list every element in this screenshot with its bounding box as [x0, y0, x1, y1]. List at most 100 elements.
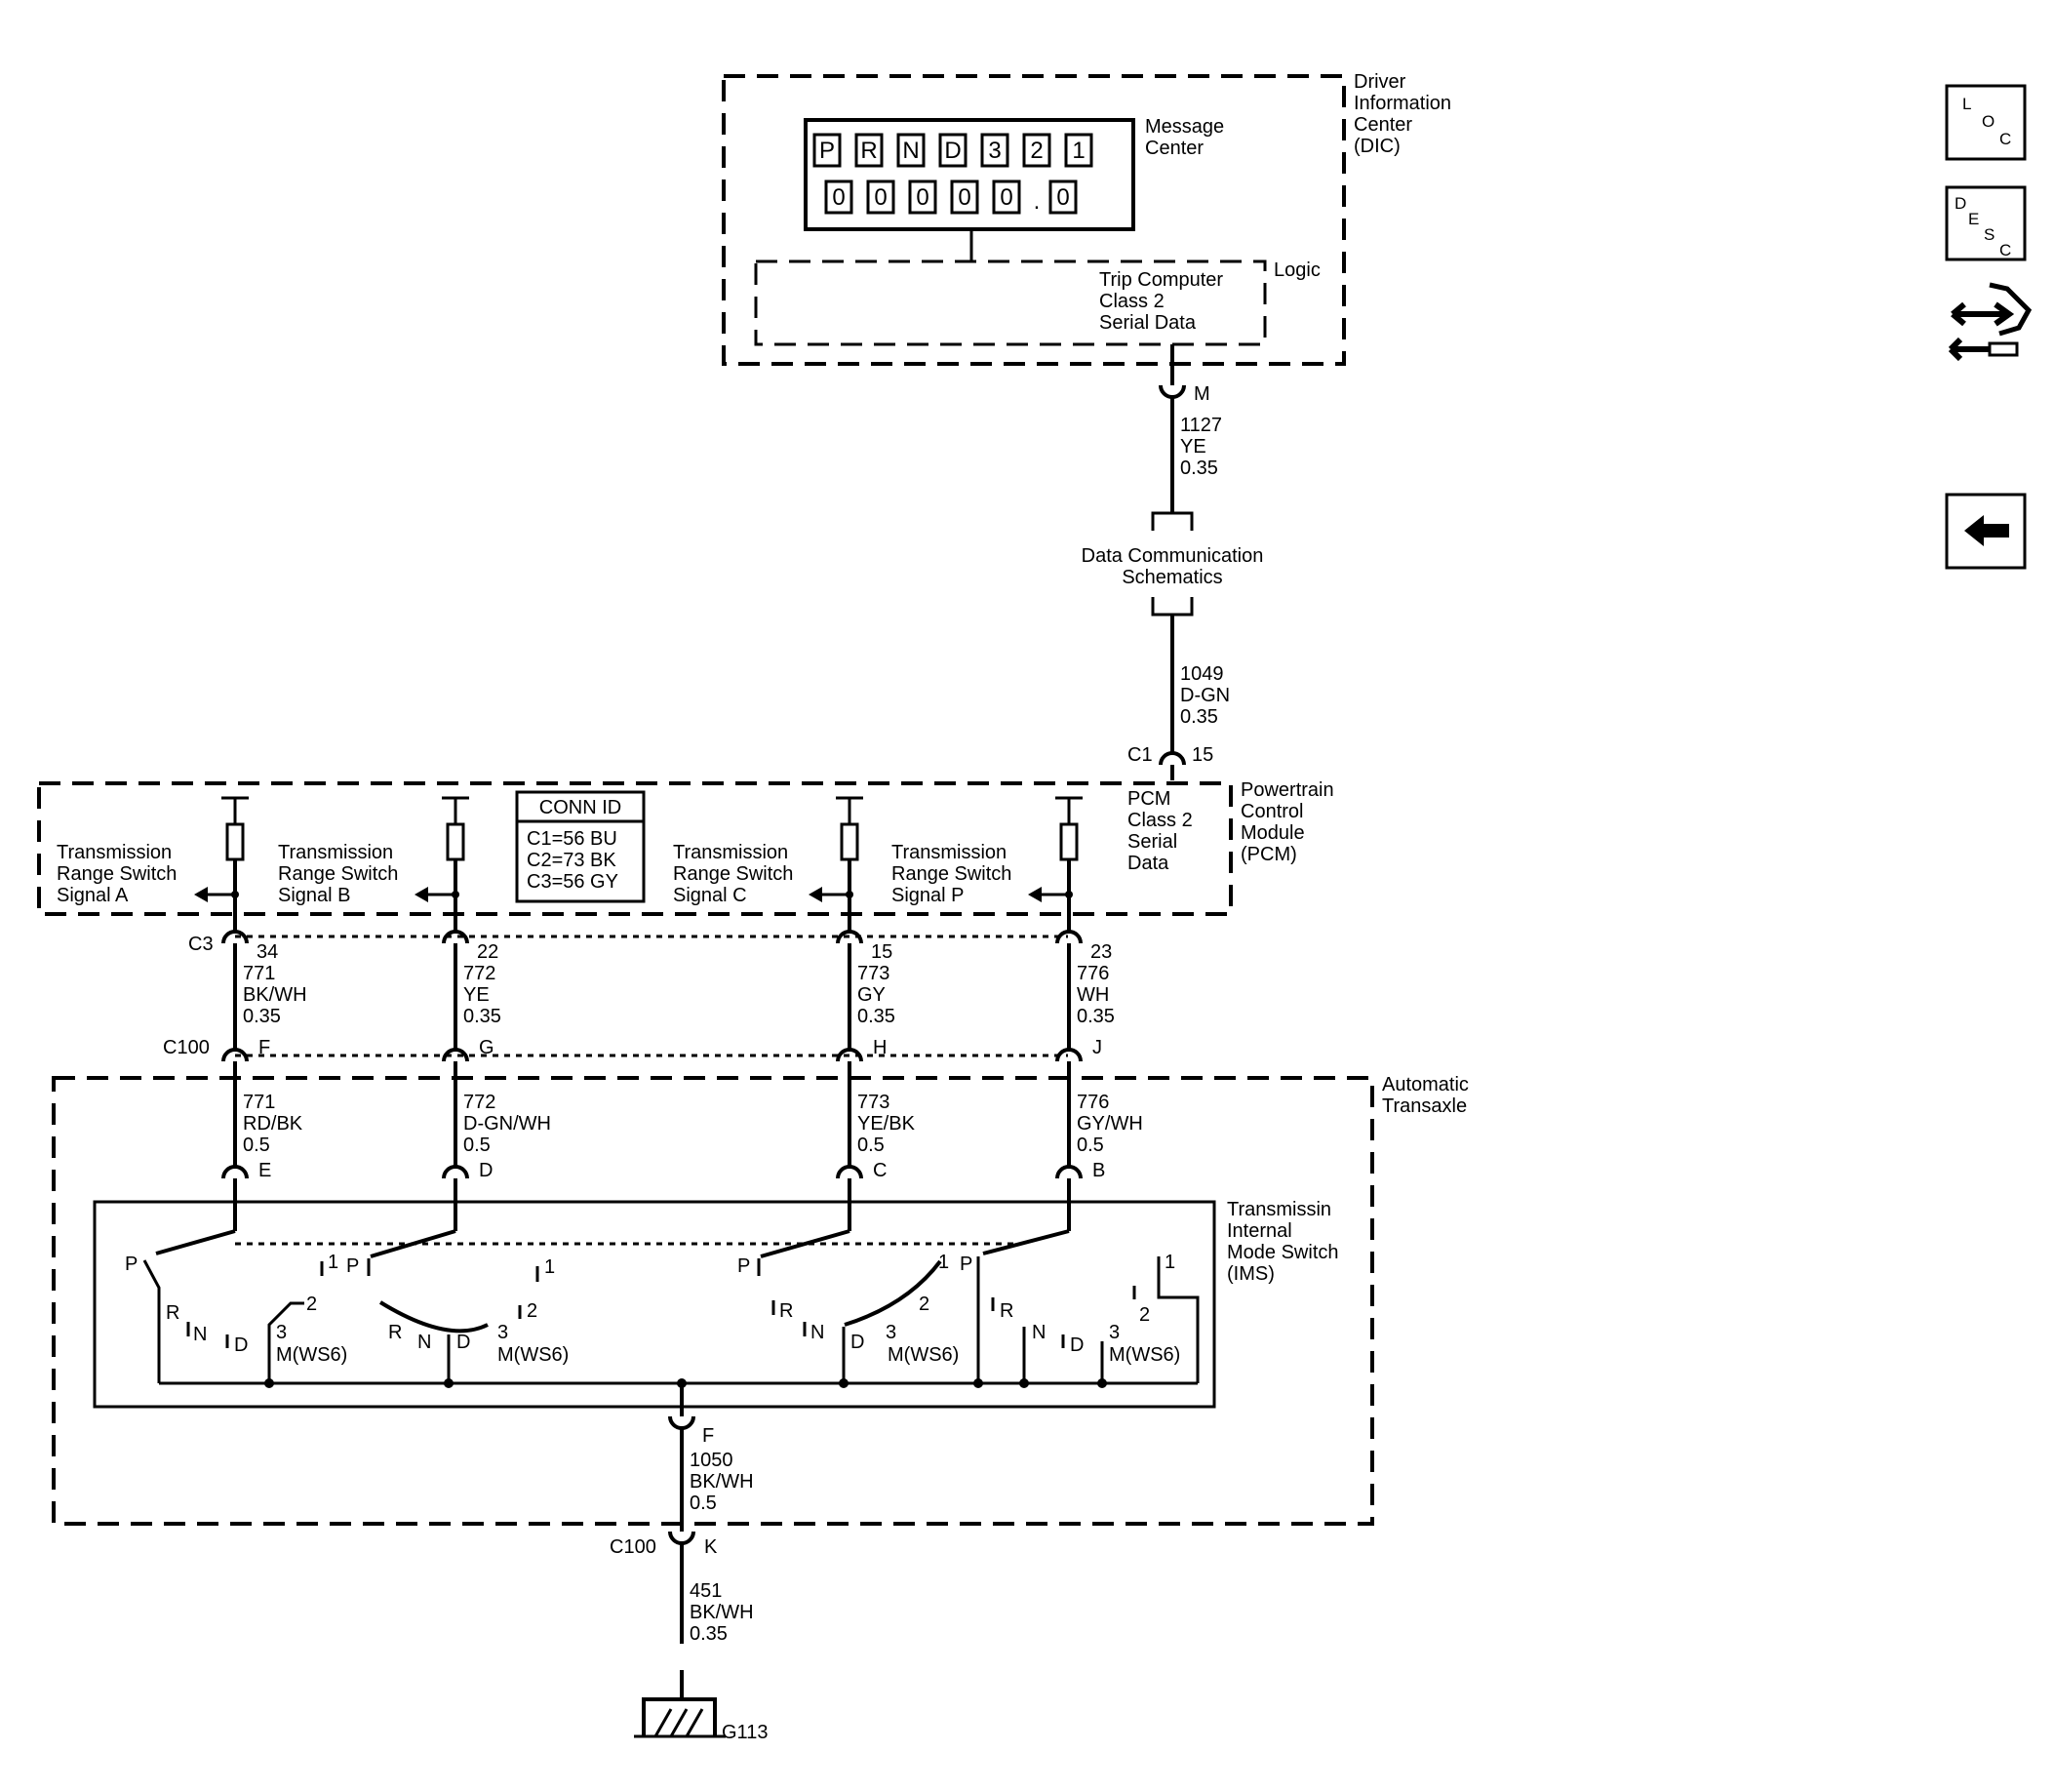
ims-p-pos-1: 1 [1165, 1252, 1175, 1273]
conn-id-c3: C3=56 GY [527, 871, 618, 893]
gear-cell-char: N [902, 138, 919, 164]
conn-id-c1: C1=56 BU [527, 828, 617, 850]
loc-letter-c: C [1999, 130, 2011, 148]
signal-label-3: Signal P [891, 885, 965, 906]
pcm-class2-4: Data [1127, 853, 1169, 874]
pcm-title-2: Control [1241, 801, 1303, 822]
wire-color: YE [463, 984, 490, 1006]
trip-computer-3: Serial Data [1099, 312, 1197, 334]
ims-p-pos-p: P [960, 1254, 972, 1275]
c3-pin: 23 [1090, 941, 1112, 963]
signal-arrow-icon [1028, 887, 1042, 902]
odometer-cell [1048, 179, 1078, 215]
ims-terminal [442, 1165, 469, 1179]
ims-pin: C [873, 1160, 887, 1181]
pullup-resistor [1059, 822, 1079, 861]
ims-a-pos-2: 2 [306, 1294, 317, 1315]
ims-b-pos-1: 1 [544, 1256, 555, 1278]
ground-ims-pin: F [702, 1425, 714, 1447]
signal-label-3: Signal A [57, 885, 129, 906]
wire-dic-datacomm: M 1127 YE 0.35 [1151, 344, 1222, 531]
dic-title-2: Information [1354, 93, 1451, 114]
signal-label-2: Range Switch [278, 863, 398, 885]
conn-id-c2: C2=73 BK [527, 850, 616, 871]
c100-connector-label: C100 [163, 1037, 210, 1058]
odometer-cell [992, 179, 1021, 215]
wire-gauge: 0.5 [857, 1135, 885, 1156]
gear-cell-char: 2 [1030, 138, 1043, 164]
wire-1049-circuit: 1049 [1180, 663, 1224, 685]
diagnostic-hand-tool-icon[interactable] [1948, 282, 2033, 362]
transaxle-title-2: Transaxle [1382, 1095, 1467, 1117]
back-arrow-button[interactable] [1945, 493, 2027, 570]
ims-p-pos-3: 3 [1109, 1322, 1120, 1343]
gear-cell-char: 1 [1072, 138, 1085, 164]
gear-cell-char: D [944, 138, 961, 164]
description-button[interactable]: D E S C [1945, 185, 2027, 261]
signal-label-3: Signal B [278, 885, 351, 906]
wire-color: GY/WH [1077, 1113, 1143, 1135]
odometer-cell-char: 0 [916, 184, 928, 211]
data-comm-label-2: Schematics [1122, 567, 1222, 588]
wire-1050-circuit: 1050 [690, 1450, 733, 1471]
gear-cell-char: 3 [988, 138, 1001, 164]
odometer-cell-char: 0 [1000, 184, 1012, 211]
wire-451-color: BK/WH [690, 1602, 754, 1623]
gear-cell [1064, 133, 1093, 168]
wire-circuit: 776 [1077, 963, 1109, 984]
upper-wire-harness: 34771BK/WH0.35F22772YE0.35G15773GY0.35H2… [221, 930, 1115, 1062]
pcm-connector-c1: C1 [1127, 744, 1153, 766]
odometer-cell [824, 179, 853, 215]
location-button[interactable]: L O C [1945, 84, 2027, 161]
c3-terminal [442, 930, 469, 944]
dic-title-4: (DIC) [1354, 136, 1401, 157]
signal-label-1: Transmission [57, 842, 172, 863]
dic-pin-m: M [1194, 383, 1210, 405]
ims-c-pos-n: N [810, 1322, 824, 1343]
wire-451-circuit: 451 [690, 1580, 722, 1602]
c100-terminal [221, 1048, 249, 1062]
ims-p-pos-r: R [1000, 1300, 1013, 1322]
lower-wire-harness: 771RD/BK0.5E772D-GN/WH0.5D773YE/BK0.5C77… [221, 1061, 1143, 1202]
c3-connector-label: C3 [188, 934, 214, 955]
ims-title-1: Transmissin [1227, 1199, 1331, 1220]
ground-c100-label: C100 [610, 1536, 656, 1558]
wire-gauge: 0.35 [463, 1006, 501, 1027]
wire-circuit: 771 [243, 963, 275, 984]
odometer-cell [866, 179, 895, 215]
ims-b-pos-d: D [456, 1332, 470, 1353]
ims-b-pos-r: R [388, 1322, 402, 1343]
switch-blade-c [760, 1229, 850, 1258]
ims-c-pos-2: 2 [919, 1294, 929, 1315]
odometer-cell-char: 0 [1056, 184, 1069, 211]
ims-c-pos-r: R [779, 1300, 793, 1322]
c3-terminal [1055, 930, 1083, 944]
wire-circuit: 773 [857, 1092, 889, 1113]
signal-arrow-icon [194, 887, 208, 902]
switch-blade-a [155, 1229, 236, 1255]
pcm-title-4: (PCM) [1241, 844, 1297, 865]
conn-id-title: CONN ID [539, 797, 621, 818]
ims-pin: D [479, 1160, 493, 1181]
conn-id-box [515, 790, 646, 903]
wire-1127-gauge: 0.35 [1180, 458, 1218, 479]
ims-c-arc-contact [844, 1259, 942, 1327]
wire-gauge: 0.35 [857, 1006, 895, 1027]
wire-circuit: 772 [463, 1092, 495, 1113]
ims-title-2: Internal [1227, 1220, 1292, 1242]
gear-cell [896, 133, 926, 168]
wire-1049-gauge: 0.35 [1180, 706, 1218, 728]
ims-a-pos-3: 3 [276, 1322, 287, 1343]
wire-circuit: 773 [857, 963, 889, 984]
ims-title-3: Mode Switch [1227, 1242, 1339, 1263]
pcm-title-3: Module [1241, 822, 1305, 844]
ims-p-pos-2: 2 [1139, 1304, 1150, 1326]
wire-451-gauge: 0.35 [690, 1623, 728, 1645]
ims-c-pos-3: 3 [886, 1322, 896, 1343]
ground-c100-pin: K [704, 1536, 718, 1558]
